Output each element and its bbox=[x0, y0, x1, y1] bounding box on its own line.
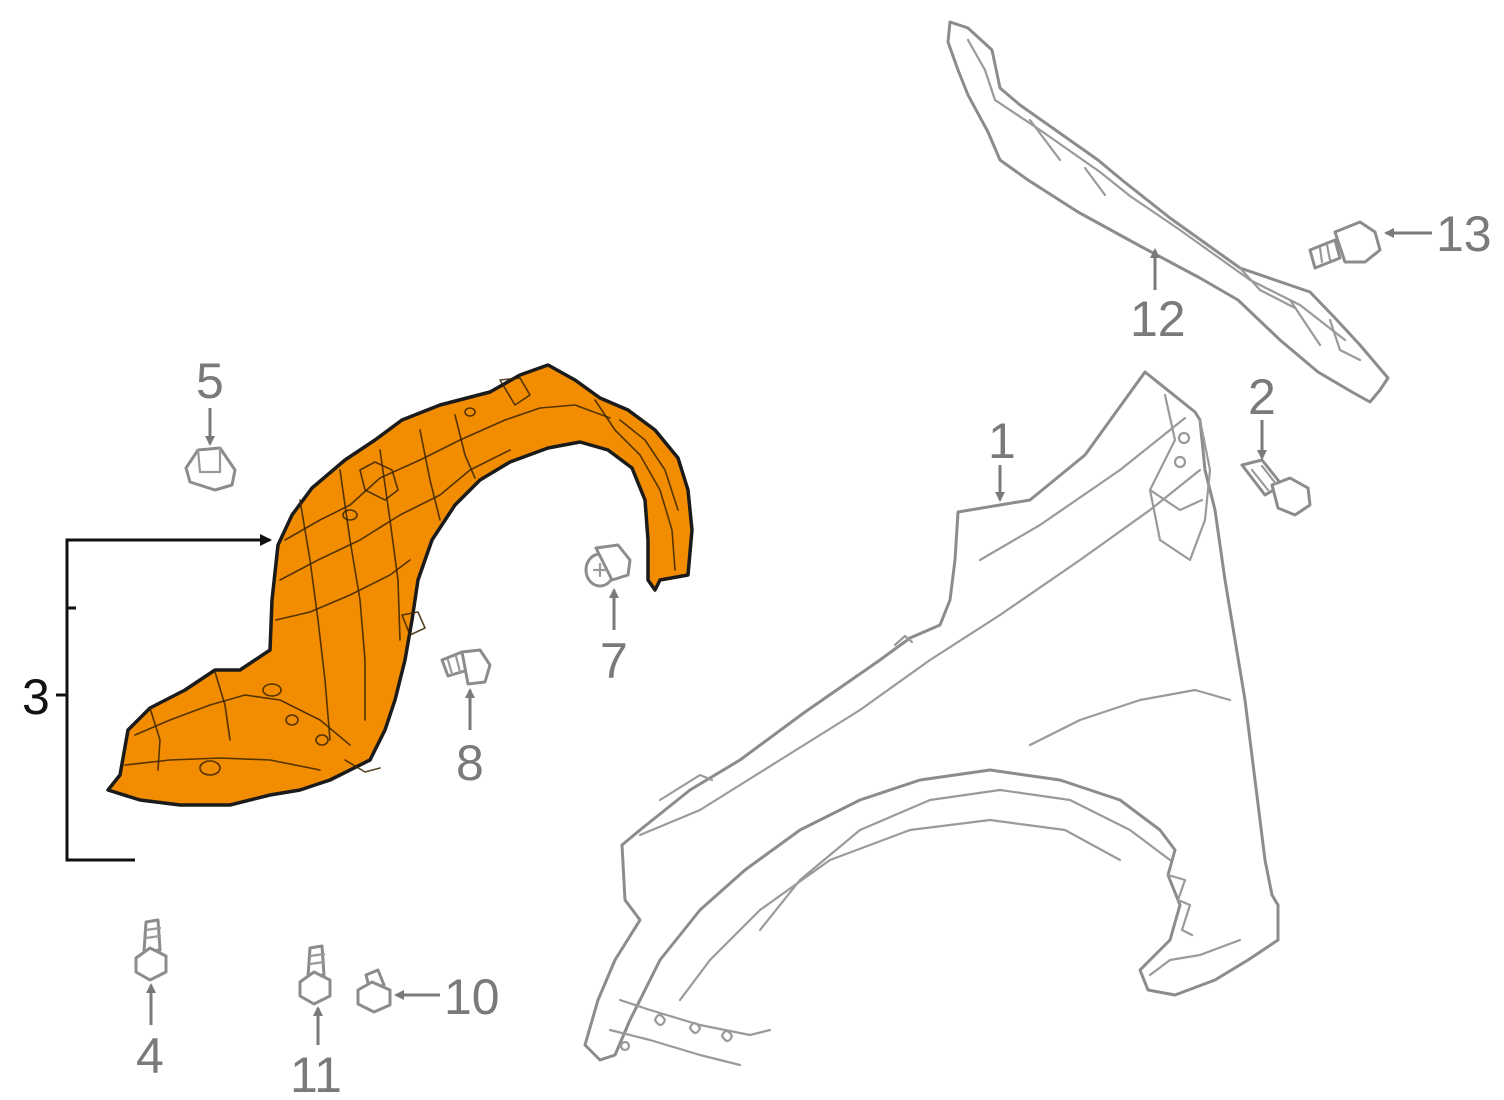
callout-7: 7 bbox=[600, 633, 628, 689]
callout-12: 12 bbox=[1130, 291, 1186, 347]
callout-13: 13 bbox=[1436, 206, 1492, 262]
callout-3: 3 bbox=[22, 669, 50, 725]
callout-2: 2 bbox=[1248, 369, 1276, 425]
bolt-part-13 bbox=[1308, 220, 1382, 270]
bolt-part-4 bbox=[134, 918, 168, 982]
callout-1: 1 bbox=[988, 413, 1016, 469]
fender-liner-part-3 bbox=[106, 363, 694, 807]
bolt-part-11 bbox=[298, 944, 332, 1006]
screw-part-8 bbox=[440, 648, 492, 686]
callout-8: 8 bbox=[456, 735, 484, 791]
callout-5: 5 bbox=[196, 353, 224, 409]
leader-lines bbox=[56, 228, 1432, 1045]
push-clip-part-7 bbox=[584, 543, 632, 588]
screw-part-10 bbox=[356, 968, 392, 1014]
callout-10: 10 bbox=[444, 969, 500, 1025]
bolt-part-2 bbox=[1240, 458, 1312, 517]
clip-nut-part-5 bbox=[184, 446, 237, 492]
callout-11: 11 bbox=[290, 1047, 342, 1100]
front-fender-part-1 bbox=[583, 370, 1280, 1067]
fender-bracket-part-12 bbox=[946, 20, 1390, 404]
callout-4: 4 bbox=[136, 1028, 164, 1084]
